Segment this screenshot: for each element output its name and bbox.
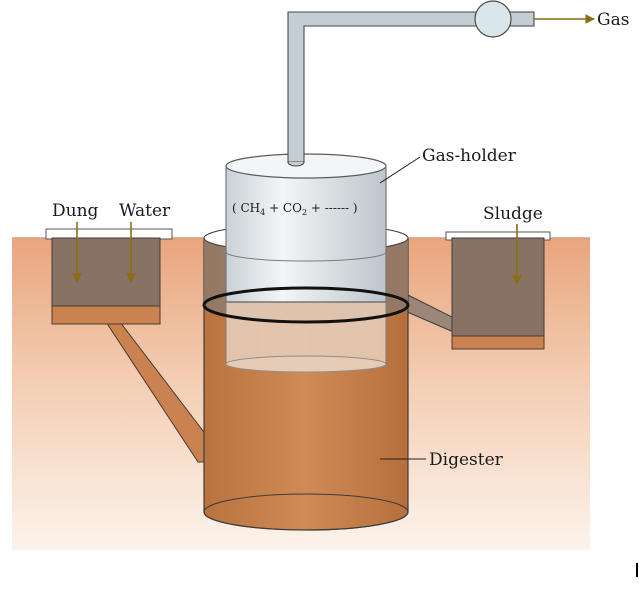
- formula-tail: + ------ ): [307, 201, 358, 215]
- gas-composition-formula: ( CH4 + CO2 + ------ ): [232, 201, 358, 217]
- formula-ch4-subscript: 4: [260, 208, 265, 217]
- gas-pipe-body: [287, 11, 479, 163]
- outlet-pit-sludge: [451, 335, 545, 350]
- gas-valve: [474, 0, 512, 38]
- water-seal-ring: [202, 286, 410, 324]
- inlet-pit: [45, 228, 173, 325]
- sludge-label: Sludge: [483, 204, 543, 224]
- edge-mark: [636, 563, 638, 577]
- outlet-pit: [445, 231, 551, 350]
- gas-holder-label: Gas-holder: [422, 146, 517, 166]
- gas-pipe-outlet: [507, 11, 535, 27]
- gas-holder-band: [225, 251, 387, 262]
- formula-co2-subscript: 2: [302, 208, 307, 217]
- formula-open: ( CH: [232, 201, 260, 215]
- gas-holder-submerged-bottom: [225, 355, 387, 373]
- outlet-pit-body: [451, 237, 545, 337]
- water-label: Water: [119, 201, 171, 221]
- gas-pipe: [287, 0, 535, 167]
- gas-holder: [202, 153, 410, 373]
- digester-bottom-edge: [203, 493, 409, 531]
- inlet-pit-body: [51, 237, 161, 307]
- digester-label: Digester: [429, 450, 504, 470]
- inlet-pit-slurry: [51, 305, 161, 325]
- dung-label: Dung: [52, 201, 99, 221]
- gas-holder-leader: [379, 156, 421, 184]
- flow-arrows: [72, 14, 595, 285]
- gas-holder-submerged: [226, 302, 386, 364]
- gas-label: Gas: [597, 10, 629, 30]
- gas-holder-drum: [225, 165, 387, 303]
- formula-mid: + CO: [265, 201, 302, 215]
- gas-holder-top: [225, 153, 387, 179]
